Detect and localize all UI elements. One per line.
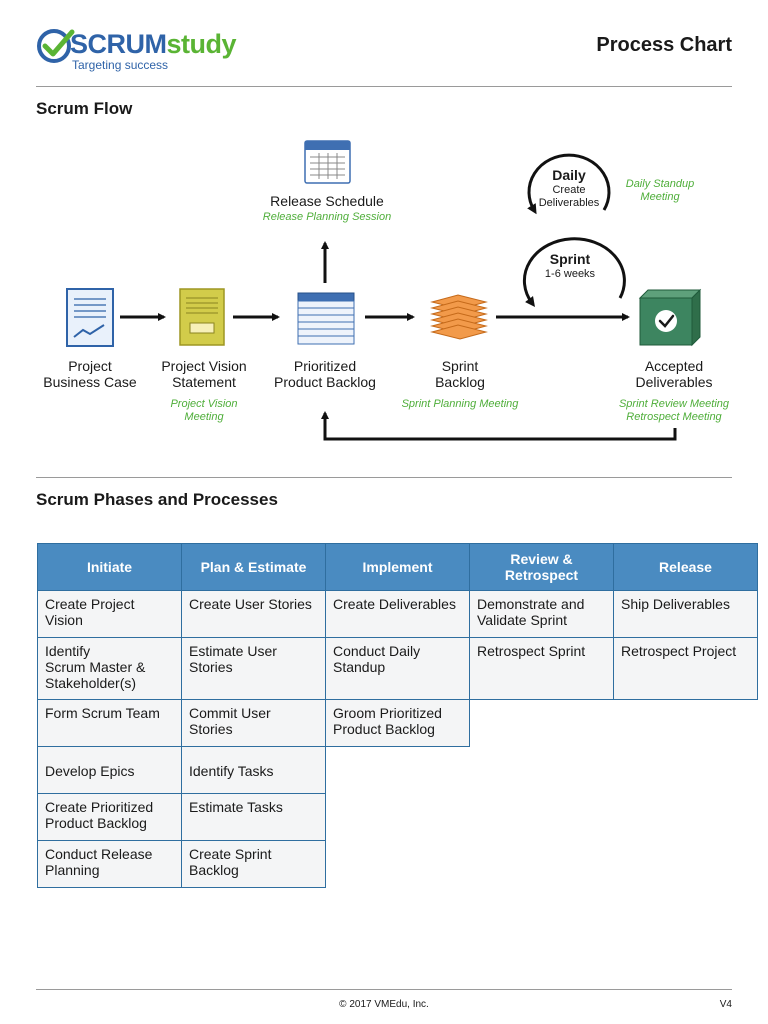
- footer-divider: [36, 989, 732, 990]
- daily-standup-meeting-label: Daily Standup Meeting: [625, 178, 695, 203]
- empty-cell: [325, 746, 470, 794]
- vision-document-icon: [179, 288, 225, 346]
- section-divider: [36, 477, 732, 478]
- product-backlog-stack-icon: [297, 292, 355, 345]
- scrum-flow-diagram: [66, 140, 702, 441]
- process-cell: Form Scrum Team: [37, 699, 182, 747]
- sprint-review-retrospect-meeting-label: Sprint Review Meeting Retrospect Meeting: [618, 398, 730, 423]
- empty-cell: [613, 793, 758, 841]
- empty-cell: [469, 746, 614, 794]
- process-cell: Conduct Release Planning: [37, 840, 182, 888]
- empty-cell: [613, 699, 758, 747]
- sprint-duration: 1-6 weeks: [544, 268, 596, 280]
- daily-line2: Deliverables: [538, 197, 600, 209]
- table-row: Develop Epics Identify Tasks: [37, 746, 758, 794]
- phase-header-release: Release: [613, 543, 758, 591]
- process-cell: Retrospect Sprint: [469, 637, 614, 700]
- accepted-deliverables-label: Accepted Deliverables: [635, 358, 713, 390]
- sprint-planning-meeting-label: Sprint Planning Meeting: [401, 398, 519, 410]
- process-cell: Groom Prioritized Product Backlog: [325, 699, 470, 747]
- process-cell: Conduct Daily Standup: [325, 637, 470, 700]
- copyright-text: © 2017 VMEdu, Inc.: [339, 999, 429, 1010]
- sprint-backlog-stack-icon: [430, 294, 488, 340]
- empty-cell: [325, 840, 470, 888]
- version-label: V4: [719, 999, 732, 1010]
- table-row: Form Scrum Team Commit User Stories Groo…: [37, 699, 758, 747]
- phases-header-row: Initiate Plan & Estimate Implement Revie…: [37, 543, 758, 591]
- process-cell: Create Deliverables: [325, 590, 470, 638]
- table-row: Create Project Vision Create User Storie…: [37, 590, 758, 638]
- project-vision-meeting-label: Project Vision Meeting: [170, 398, 238, 423]
- scrumstudy-logo: [36, 24, 266, 76]
- scrum-flow-title: Scrum Flow: [36, 99, 133, 118]
- process-cell: Identify Scrum Master & Stakeholder(s): [37, 637, 182, 700]
- logo-study-text: study: [166, 29, 237, 59]
- process-cell: Commit User Stories: [181, 699, 326, 747]
- project-vision-statement-label: Project Vision Statement: [161, 358, 247, 390]
- daily-title: Daily: [552, 167, 586, 183]
- empty-cell: [613, 840, 758, 888]
- release-schedule-label: Release Schedule: [270, 193, 384, 209]
- sprint-title: Sprint: [549, 251, 591, 267]
- logo-tagline: Targeting success: [72, 58, 169, 72]
- process-cell: Demonstrate and Validate Sprint: [469, 590, 614, 638]
- deliverables-box-icon: [638, 288, 702, 347]
- daily-line1: Create: [552, 184, 586, 196]
- process-cell: Develop Epics: [37, 746, 182, 794]
- calendar-icon: [304, 140, 351, 184]
- phases-table: Initiate Plan & Estimate Implement Revie…: [37, 543, 758, 888]
- process-cell: Create User Stories: [181, 590, 326, 638]
- document-chart-icon: [66, 288, 114, 347]
- process-cell: Retrospect Project: [613, 637, 758, 700]
- empty-cell: [469, 840, 614, 888]
- daily-cycle-loop: [527, 153, 611, 215]
- logo-wordmark: SCRUMstudy: [70, 28, 237, 60]
- empty-cell: [469, 699, 614, 747]
- process-cell: Create Sprint Backlog: [181, 840, 326, 888]
- phase-header-review-retrospect: Review & Retrospect: [469, 543, 614, 591]
- empty-cell: [613, 746, 758, 794]
- empty-cell: [469, 793, 614, 841]
- feedback-loop-arrow: [321, 411, 677, 441]
- header-divider: [36, 86, 732, 87]
- table-row: Create Prioritized Product Backlog Estim…: [37, 793, 758, 841]
- sprint-cycle-loop: [522, 237, 626, 308]
- table-row: Conduct Release Planning Create Sprint B…: [37, 840, 758, 888]
- empty-cell: [325, 793, 470, 841]
- process-cell: Create Project Vision: [37, 590, 182, 638]
- page-title: Process Chart: [596, 34, 732, 56]
- phase-header-plan-estimate: Plan & Estimate: [181, 543, 326, 591]
- logo-scrum-text: SCRUM: [70, 29, 167, 59]
- project-business-case-label: Project Business Case: [43, 358, 137, 390]
- phases-section-title: Scrum Phases and Processes: [36, 490, 278, 509]
- process-cell: Create Prioritized Product Backlog: [37, 793, 182, 841]
- process-cell: Estimate User Stories: [181, 637, 326, 700]
- phase-header-initiate: Initiate: [37, 543, 182, 591]
- release-planning-meeting-label: Release Planning Session: [262, 211, 392, 223]
- check-circle-logo-icon: [37, 29, 75, 63]
- sprint-backlog-label: Sprint Backlog: [435, 358, 485, 390]
- process-cell: Ship Deliverables: [613, 590, 758, 638]
- process-cell: Estimate Tasks: [181, 793, 326, 841]
- prioritized-product-backlog-label: Prioritized Product Backlog: [274, 358, 376, 390]
- table-row: Identify Scrum Master & Stakeholder(s) E…: [37, 637, 758, 700]
- phase-header-implement: Implement: [325, 543, 470, 591]
- process-cell: Identify Tasks: [181, 746, 326, 794]
